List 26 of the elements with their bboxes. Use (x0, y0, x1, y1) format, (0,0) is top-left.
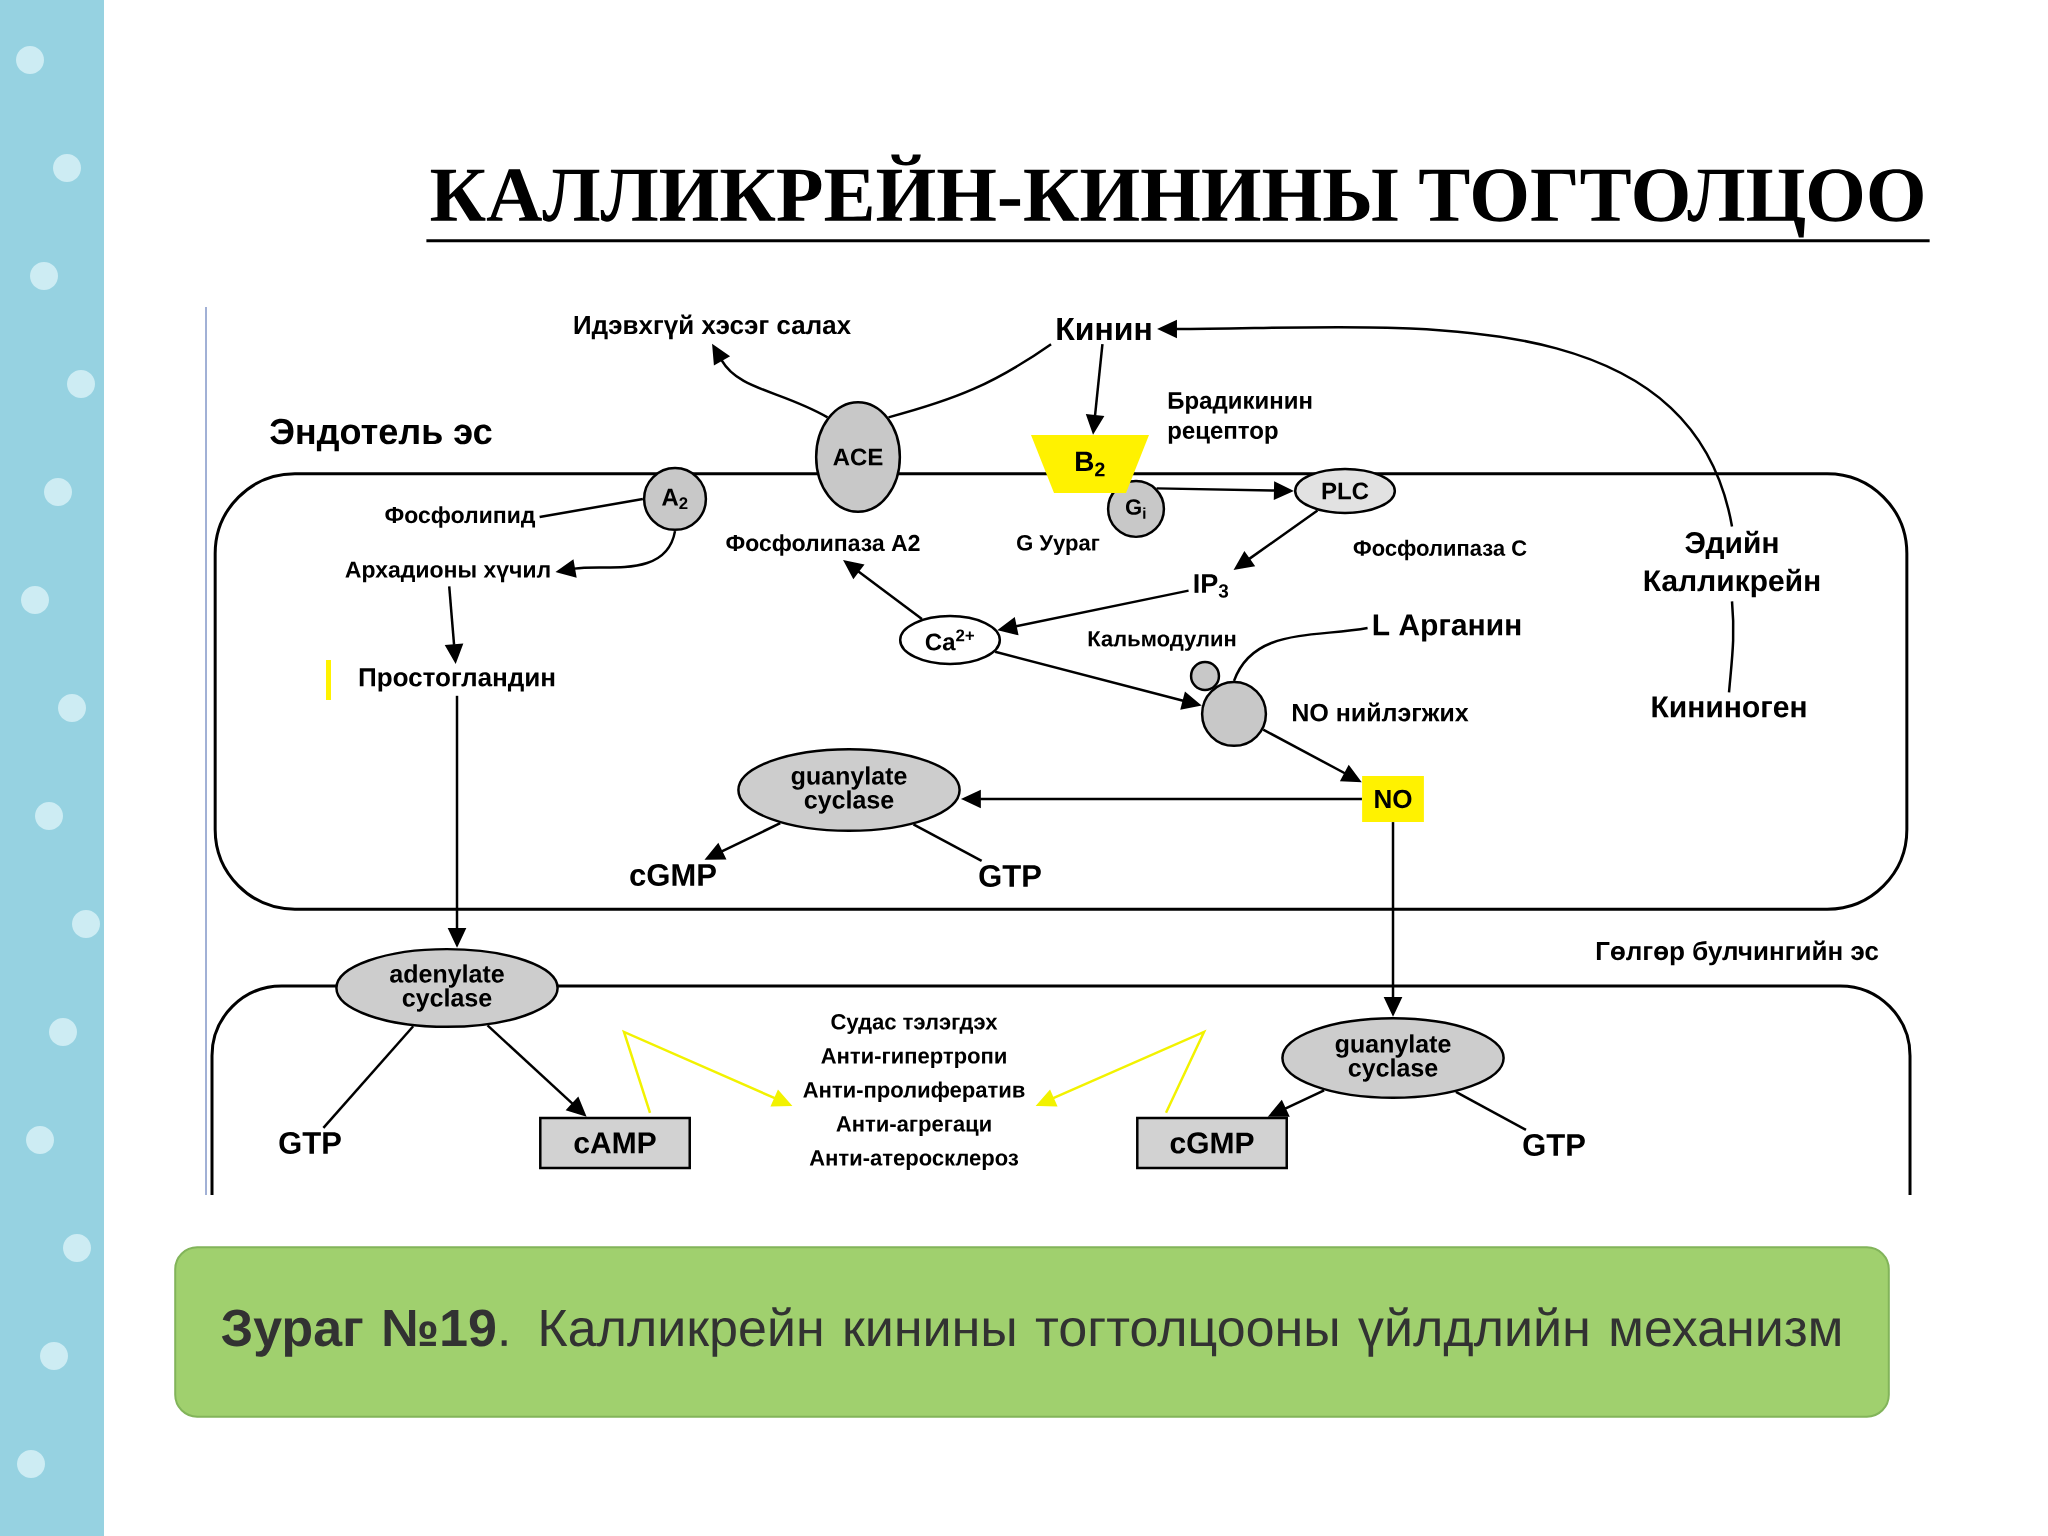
highlight-box: NO (1362, 776, 1424, 822)
title: КАЛЛИКРЕЙН-КИНИНЫ ТОГТОЛЦОО (426, 154, 1930, 243)
node-label: Архадионы хүчил (345, 561, 550, 583)
side-label: NO нийлэгжих (1293, 702, 1469, 722)
product-box: cAMP (539, 1116, 691, 1170)
node-label: cGMP (630, 864, 716, 886)
side-label: Брадикинин рецептор (1168, 392, 1312, 444)
node-label: Кининоген (1652, 696, 1806, 718)
node-label: Кинин (1057, 317, 1151, 340)
node-label: IP$_{3}$ (1194, 574, 1229, 598)
product-box: cGMP (1136, 1116, 1288, 1170)
side-label: Фосфолипаза C (1353, 539, 1527, 561)
node-label: GTP (1523, 1134, 1585, 1156)
protein-circle (1189, 660, 1221, 692)
node-label: GTP (979, 865, 1041, 887)
node-label: L Арганин (1373, 614, 1521, 642)
node-label: Фосфолипаза A2 (726, 534, 920, 556)
node-label: GTP (279, 1132, 341, 1154)
node-label: Эдийн Калликрейн (1644, 530, 1820, 598)
caption-box: Зураг №19. Калликрейн кинины тогтолцооны үйлдлийн механизм (174, 1246, 1890, 1418)
node-label: Кальмодулин (1088, 631, 1236, 651)
side-label: G Уураг (1017, 535, 1100, 555)
node-label: Идэвхгүй хэсэг салах (574, 314, 851, 340)
node-label: Простогландин (359, 668, 555, 692)
node-label: Фосфолипид (385, 506, 536, 528)
effect-list: Судас тэлэгдэх Анти-гипертропи Анти-пролифератив Анти-агрегаци Анти-атеросклероз (803, 1014, 1025, 1170)
